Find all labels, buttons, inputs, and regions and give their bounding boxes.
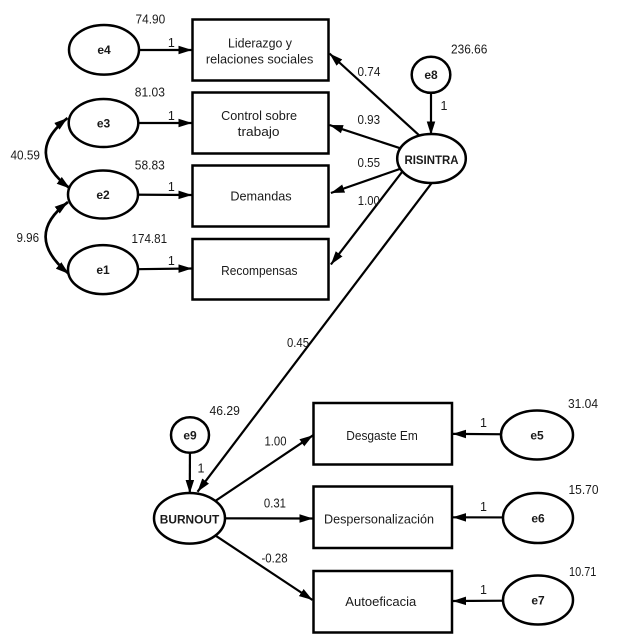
svg-text:Control sobre: Control sobre [221,108,297,123]
svg-text:e6: e6 [531,511,545,525]
svg-text:-0.28: -0.28 [262,552,288,566]
svg-text:1: 1 [480,583,487,597]
svg-text:40.59: 40.59 [11,149,40,163]
svg-text:74.90: 74.90 [136,13,166,27]
svg-text:e7: e7 [531,593,545,607]
svg-text:Recompensas: Recompensas [221,263,298,278]
svg-text:1: 1 [168,180,175,194]
svg-text:1: 1 [168,254,175,268]
svg-text:Desgaste Em: Desgaste Em [346,428,418,443]
svg-text:236.66: 236.66 [451,43,487,57]
svg-text:174.81: 174.81 [132,232,168,246]
svg-text:58.83: 58.83 [135,158,165,172]
svg-text:e1: e1 [96,263,110,277]
svg-text:e5: e5 [530,428,544,442]
svg-text:RISINTRA: RISINTRA [405,153,459,167]
svg-text:0.93: 0.93 [358,113,381,127]
svg-text:1.00: 1.00 [358,194,380,208]
svg-text:9.96: 9.96 [17,231,40,245]
svg-text:1: 1 [168,109,175,123]
svg-text:Demandas: Demandas [230,189,292,204]
svg-text:46.29: 46.29 [210,404,240,418]
svg-text:Liderazgo y: Liderazgo y [228,36,292,51]
svg-text:Despersonalización: Despersonalización [324,512,434,527]
svg-text:1.00: 1.00 [265,435,287,449]
svg-text:e9: e9 [183,428,197,442]
svg-text:0.31: 0.31 [264,497,286,511]
svg-text:0.45: 0.45 [287,336,309,350]
svg-text:15.70: 15.70 [569,483,599,497]
svg-text:e8: e8 [424,68,438,82]
svg-text:e3: e3 [97,116,111,130]
svg-text:10.71: 10.71 [569,565,596,579]
svg-text:81.03: 81.03 [135,86,165,100]
svg-text:31.04: 31.04 [568,397,598,411]
svg-text:1: 1 [441,99,448,113]
svg-text:1: 1 [168,36,175,50]
svg-text:e4: e4 [97,43,111,57]
svg-text:1: 1 [480,416,487,430]
svg-text:relaciones sociales: relaciones sociales [206,52,314,67]
svg-text:0.74: 0.74 [358,65,381,79]
svg-text:e2: e2 [96,188,110,202]
svg-text:BURNOUT: BURNOUT [160,513,220,527]
svg-text:Autoeficacia: Autoeficacia [345,594,417,609]
svg-text:1: 1 [480,500,487,514]
svg-text:trabajo: trabajo [238,124,280,139]
svg-text:0.55: 0.55 [358,156,381,170]
svg-text:1: 1 [198,462,205,476]
